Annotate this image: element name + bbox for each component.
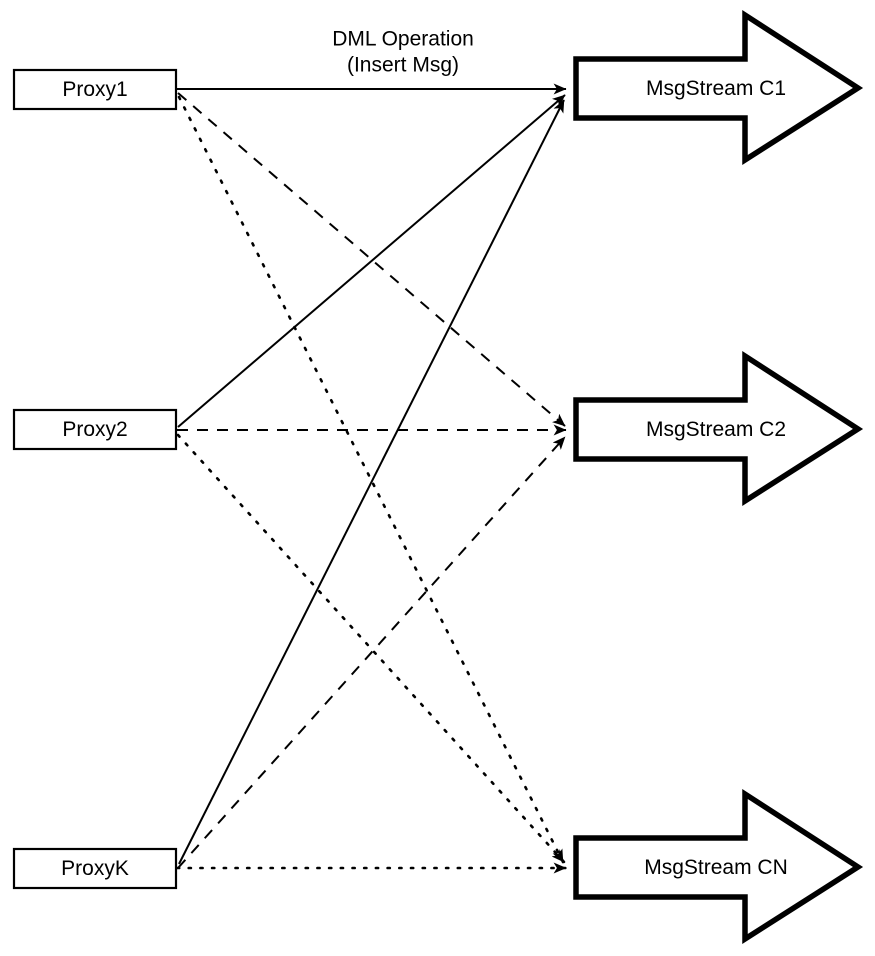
producer-label-proxy2: Proxy2 [62, 418, 127, 441]
annotation-line-2: (Insert Msg) [347, 54, 459, 77]
producer-node-proxy1[interactable]: Proxy1 [12, 68, 178, 111]
edge-proxyk-to-msgstream-c2 [177, 436, 566, 869]
dml-operation-annotation: DML Operation (Insert Msg) [332, 28, 474, 77]
producer-box-proxy2[interactable] [12, 408, 178, 451]
producer-node-proxy2[interactable]: Proxy2 [12, 408, 178, 451]
stream-arrow-shape-msgstream-c1[interactable] [573, 9, 864, 166]
stream-arrow-shape-msgstream-cn[interactable] [573, 788, 864, 945]
annotation-line-1: DML Operation [332, 28, 474, 51]
producer-box-proxy1[interactable] [12, 68, 178, 111]
edge-proxyk-to-msgstream-c1 [178, 99, 565, 865]
producer-layer: Proxy1 Proxy2 ProxyK [12, 68, 178, 890]
edge-proxy1-to-msgstream-c2 [177, 92, 566, 427]
stream-node-msgstream-cn[interactable]: MsgStream CN [573, 788, 864, 945]
producer-label-proxy1: Proxy1 [62, 78, 127, 101]
stream-arrow-shape-msgstream-c2[interactable] [573, 350, 864, 507]
stream-label-msgstream-c1: MsgStream C1 [646, 77, 786, 100]
edge-layer [175, 83, 568, 874]
stream-node-msgstream-c2[interactable]: MsgStream C2 [573, 350, 864, 507]
edge-proxy2-to-msgstream-c1 [177, 94, 566, 428]
stream-label-msgstream-c2: MsgStream C2 [646, 418, 786, 441]
producer-node-proxyk[interactable]: ProxyK [12, 847, 178, 890]
stream-label-msgstream-cn: MsgStream CN [644, 856, 788, 879]
producer-box-proxyk[interactable] [12, 847, 178, 890]
producer-label-proxyk: ProxyK [61, 857, 129, 880]
stream-node-msgstream-c1[interactable]: MsgStream C1 [573, 9, 864, 166]
stream-layer: MsgStream C1 MsgStream C2 MsgStream CN [573, 9, 864, 945]
edge-proxy1-to-msgstream-cn [177, 95, 565, 864]
edge-proxy2-to-msgstream-cn [176, 433, 566, 864]
